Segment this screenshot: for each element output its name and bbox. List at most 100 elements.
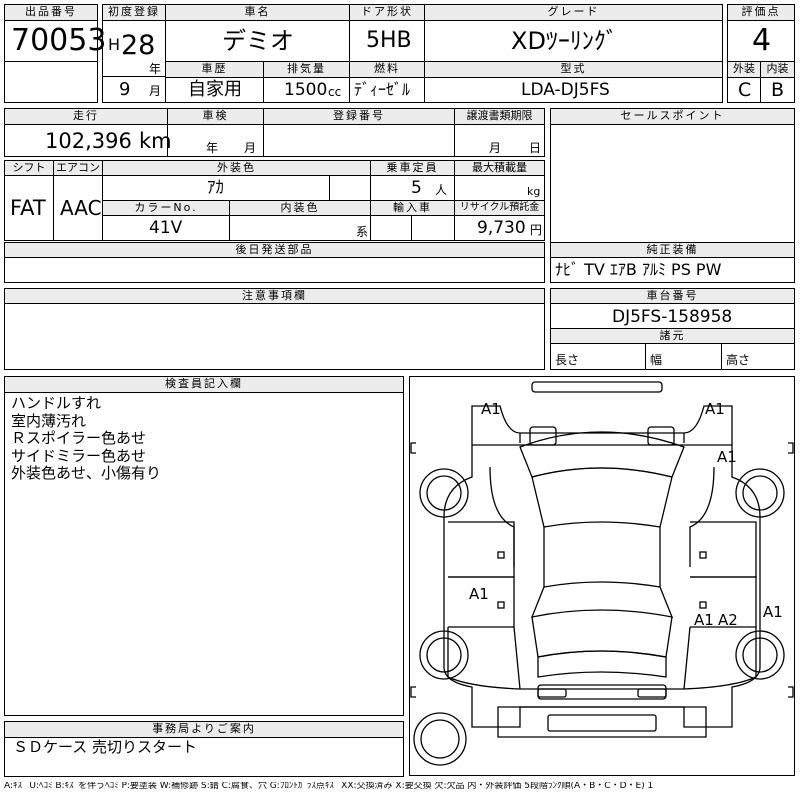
sales-point-header: セールスポイント xyxy=(550,108,795,125)
recycle-cell: 9,730 円 xyxy=(454,215,545,241)
capacity-unit: 人 xyxy=(435,183,448,197)
damage-mark: A1 xyxy=(469,585,489,603)
first-registration-cell: H 28 年 xyxy=(102,20,166,77)
aircon-cell: AAC xyxy=(53,175,103,241)
history-cell: 自家用 xyxy=(165,77,264,103)
import-cell-2 xyxy=(411,215,455,241)
door-header: ドア形状 xyxy=(349,4,425,21)
score: 4 xyxy=(752,23,772,58)
lot-number-cell: 70053 xyxy=(4,20,106,62)
transfer-month-unit: 月 xyxy=(489,141,502,155)
exterior-grade: C xyxy=(738,79,752,101)
width-label: 幅 xyxy=(650,353,663,367)
month-unit: 月 xyxy=(149,84,162,98)
exterior-color: ｱｶ xyxy=(207,178,224,198)
inspector-notes-box: ハンドルすれ 室内薄汚れ Ｒスポイラー色あせ サイドミラー色あせ 外装色あせ、小… xyxy=(4,392,404,716)
max-load-cell: kg xyxy=(454,175,545,201)
inspection-month-unit: 月 xyxy=(244,141,257,155)
color-number-cell: 41V xyxy=(102,215,230,241)
car-name-header: 車名 xyxy=(165,4,350,21)
fuel: ﾃﾞｨｰｾﾞﾙ xyxy=(354,80,411,99)
damage-mark: A1 xyxy=(705,400,725,418)
recycle-fee: 9,730 xyxy=(477,218,526,238)
damage-mark: A1 xyxy=(694,611,714,629)
damage-mark: A1 xyxy=(717,448,737,466)
notes-header: 注意事項欄 xyxy=(4,288,545,304)
recycle-unit: 円 xyxy=(530,223,543,237)
office-notice: ＳＤケース 売切りスタート xyxy=(13,738,198,756)
specs-header: 諸元 xyxy=(550,328,795,344)
chassis-header: 車台番号 xyxy=(550,288,795,304)
height-label: 高さ xyxy=(726,353,751,367)
damage-mark: A1 xyxy=(763,603,783,621)
damage-mark: A2 xyxy=(718,611,738,629)
recycle-header: リサイクル預託金 xyxy=(454,200,545,216)
interior-color-header: 内装色 xyxy=(229,200,371,216)
parts-later-header: 後日発送部品 xyxy=(4,242,545,258)
chassis-number: DJ5FS-158958 xyxy=(612,307,733,327)
legend-footer: A:ｷｽﾞ U:ﾍｺﾐ B:ｷｽﾞを伴うﾍｺﾐ P:要塗装 W:補修跡 S:錆 … xyxy=(4,782,654,791)
sales-point-cell xyxy=(550,124,795,243)
length-label: 長さ xyxy=(555,353,580,367)
grade-header: グレード xyxy=(424,4,723,21)
genuine-equipment-header: 純正装備 xyxy=(550,242,795,258)
score-cell: 4 xyxy=(727,20,795,62)
interior-color-cell: 系 xyxy=(229,215,371,241)
exterior-cell: C xyxy=(727,77,761,103)
import-header: 輸入車 xyxy=(370,200,455,216)
inspector-header: 検査員記入欄 xyxy=(4,376,404,393)
displacement: 1500 xyxy=(284,80,328,100)
transfer-day-unit: 日 xyxy=(529,141,542,155)
inspector-note: ハンドルすれ xyxy=(11,394,102,412)
max-load-header: 最大積載量 xyxy=(454,160,545,176)
history: 自家用 xyxy=(188,79,242,100)
inspector-note: Ｒスポイラー色あせ xyxy=(11,429,147,447)
registration-year: 28 xyxy=(121,30,156,61)
exterior-header: 外装 xyxy=(727,61,761,78)
car-name: デミオ xyxy=(222,27,294,55)
model-cell: LDA-DJ5FS xyxy=(424,77,723,103)
capacity-header: 乗車定員 xyxy=(370,160,455,176)
inspection-cell: 年 月 xyxy=(167,124,264,157)
lot-number-header: 出品番号 xyxy=(4,4,98,21)
color-number-header: カラーNo. xyxy=(102,200,230,216)
shift-header: シフト xyxy=(4,160,54,176)
displacement-cell: 1500 cc xyxy=(263,77,350,103)
displacement-header: 排気量 xyxy=(263,61,350,78)
interior-header: 内装 xyxy=(760,61,795,78)
score-header: 評価点 xyxy=(727,4,795,21)
chassis-cell: DJ5FS-158958 xyxy=(550,303,795,329)
km-unit: km xyxy=(139,129,172,153)
first-registration-header: 初度登録 xyxy=(102,4,166,21)
transfer-deadline-cell: 月 日 xyxy=(454,124,545,157)
shift: FAT xyxy=(10,196,46,220)
mileage: 102,396 xyxy=(45,129,132,153)
registration-number-cell xyxy=(263,124,455,157)
width-cell: 幅 xyxy=(645,343,722,370)
interior-color-unit: 系 xyxy=(356,225,369,239)
year-unit: 年 xyxy=(149,62,162,76)
registration-number-header: 登録番号 xyxy=(263,108,455,125)
max-load-unit: kg xyxy=(527,185,541,198)
exterior-color-cell: ｱｶ xyxy=(102,175,330,201)
inspector-notes-list: ハンドルすれ 室内薄汚れ Ｒスポイラー色あせ サイドミラー色あせ 外装色あせ、小… xyxy=(11,394,161,483)
aircon-header: エアコン xyxy=(53,160,103,176)
car-diagram-drawing xyxy=(410,381,794,766)
notes-cell xyxy=(4,303,545,370)
import-cell xyxy=(370,215,412,241)
car-name-cell: デミオ xyxy=(165,20,350,62)
lot-number: 70053 xyxy=(11,23,107,58)
interior-grade: B xyxy=(771,79,785,101)
era-letter: H xyxy=(108,35,121,54)
registration-month: 9 xyxy=(119,79,131,100)
door-cell: 5HB xyxy=(349,20,425,62)
grade: XDﾂｰﾘﾝｸﾞ xyxy=(511,27,618,55)
parts-later-cell xyxy=(4,257,545,283)
height-cell: 高さ xyxy=(721,343,795,370)
transfer-deadline-header: 譲渡書類期限 xyxy=(454,108,545,125)
inspector-note: サイドミラー色あせ xyxy=(11,446,147,465)
mileage-header: 走行 xyxy=(4,108,168,125)
mileage-cell: 102,396 km xyxy=(4,124,172,157)
grade-cell: XDﾂｰﾘﾝｸﾞ xyxy=(424,20,723,62)
genuine-equipment: ﾅﾋﾞ TV ｴｱB ｱﾙﾐ PS PW xyxy=(555,260,722,279)
